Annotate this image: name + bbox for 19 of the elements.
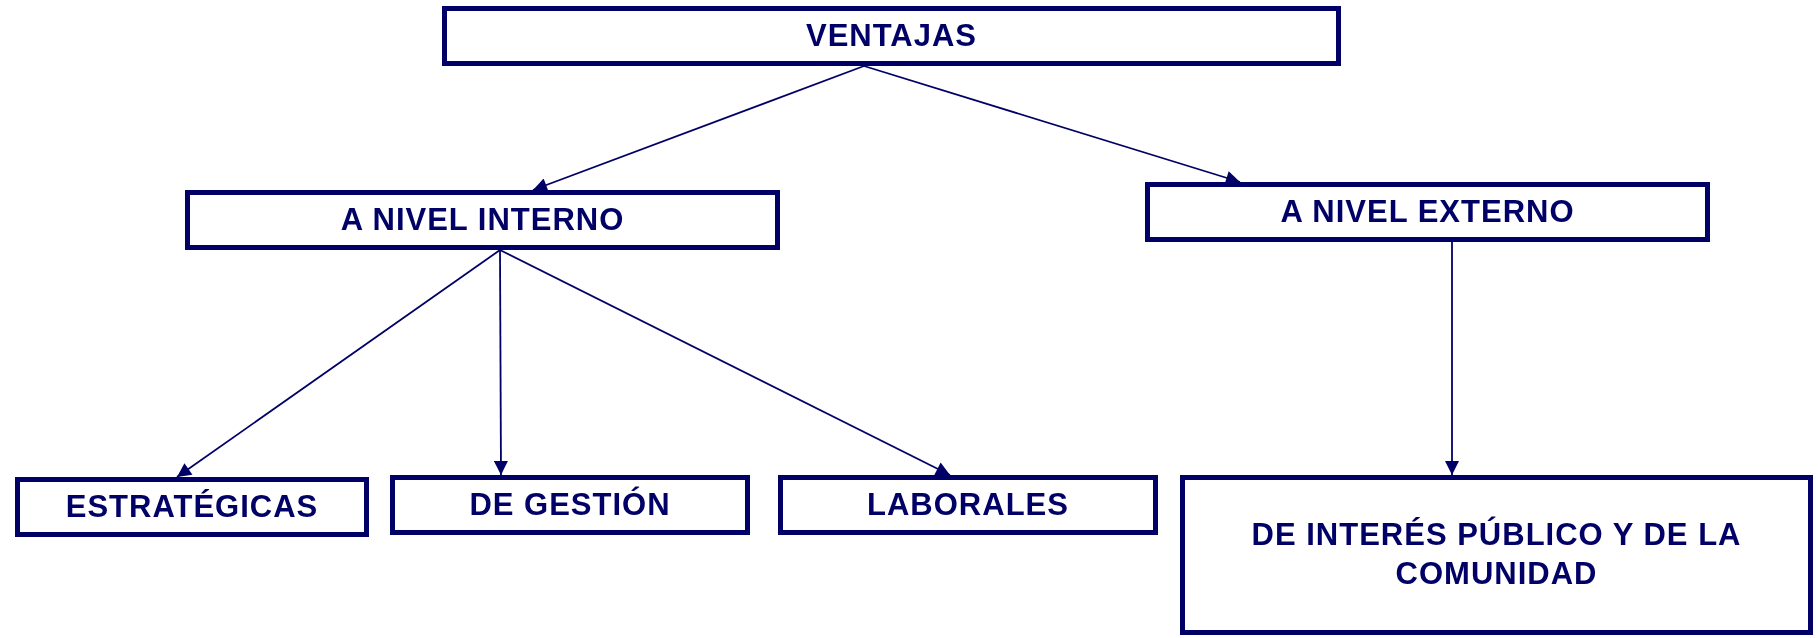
text-box	[1180, 475, 1813, 635]
text-box	[778, 475, 1158, 535]
arrow	[1445, 241, 1459, 476]
arrow	[176, 249, 501, 478]
text-box	[442, 6, 1341, 66]
box-label: LABORALES	[867, 485, 1069, 524]
text-box	[15, 477, 369, 537]
text-box	[390, 475, 750, 535]
arrow	[532, 65, 865, 192]
box-label: VENTAJAS	[805, 16, 978, 55]
text-box	[1145, 182, 1710, 242]
arrow	[499, 249, 951, 476]
text-box	[185, 190, 780, 250]
box-label: DE INTERÉS PÚBLICO Y DE LA COMUNIDAD	[1250, 516, 1743, 593]
arrow	[493, 249, 508, 476]
box-label: A NIVEL INTERNO	[340, 200, 625, 239]
box-label: A NIVEL EXTERNO	[1280, 192, 1575, 231]
box-label: DE GESTIÓN	[469, 485, 671, 524]
box-label: ESTRATÉGICAS	[65, 487, 319, 526]
